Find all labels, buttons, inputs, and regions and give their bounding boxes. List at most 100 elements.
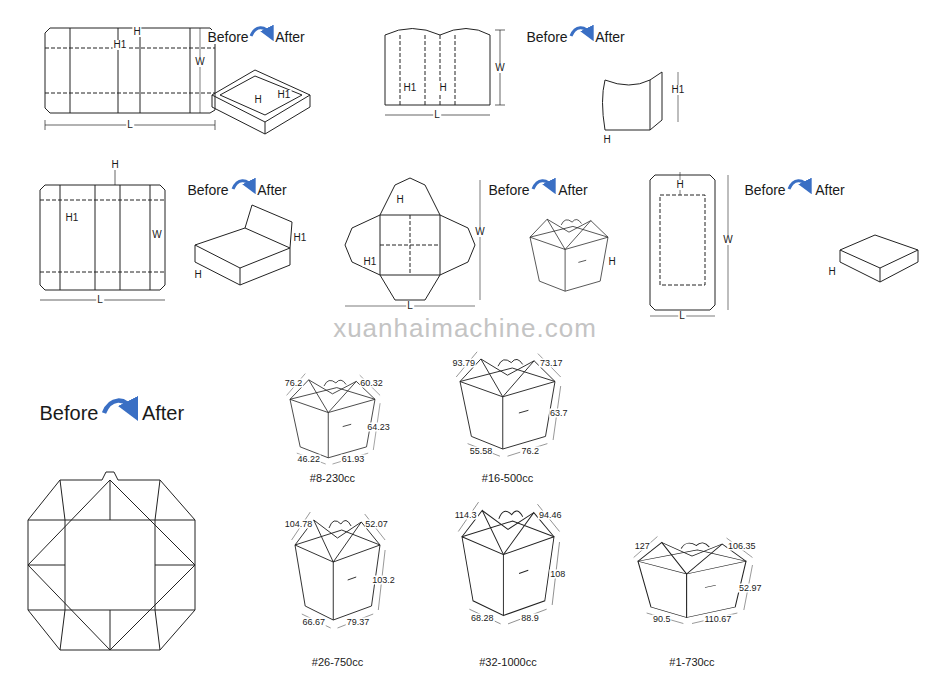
takeout-boxes	[462, 511, 554, 616]
dieline-6	[28, 480, 195, 650]
tray-1	[212, 70, 310, 134]
dieline-1	[45, 28, 215, 130]
dimension-label: 73.17	[539, 358, 564, 367]
dieline-5	[650, 175, 715, 310]
watermark: xuanhaimachine.com	[333, 315, 597, 341]
dimension-label: H	[193, 270, 202, 280]
before-after-label: After	[557, 183, 589, 197]
dieline-5	[660, 195, 705, 285]
dimension-label: 61.93	[341, 455, 366, 464]
dimension-label: H	[827, 267, 836, 277]
dimension-label: L	[406, 301, 414, 311]
dimension-label: H1	[671, 85, 686, 95]
tray-5	[840, 250, 918, 282]
capacity-label: #32-1000cc	[478, 657, 538, 668]
dimension-label: L	[678, 311, 686, 321]
takeout-box-4	[530, 219, 608, 291]
before-after-label: After	[274, 30, 306, 44]
dimension-label: 52.97	[738, 583, 763, 592]
capacity-label: #16-500cc	[481, 473, 534, 484]
dimension-label: L	[126, 120, 134, 130]
before-after-label: Before	[206, 30, 249, 44]
dieline-3	[40, 168, 165, 300]
dimension-label: 108	[549, 569, 566, 578]
before-after-arrows	[104, 28, 809, 413]
dimension-label: W	[494, 63, 505, 73]
dimension-label: H1	[403, 83, 418, 93]
dimension-label: H1	[113, 40, 128, 50]
dimension-label: H1	[363, 257, 378, 267]
dieline-4	[380, 178, 440, 215]
dimension-label: 127	[634, 541, 651, 550]
dimension-label: 79.37	[346, 618, 371, 627]
dimension-label: H1	[293, 233, 308, 243]
dimension-label: 90.5	[652, 615, 672, 624]
dimension-label: H	[438, 83, 447, 93]
dimension-label: 60.32	[359, 378, 384, 387]
takeout-boxes	[638, 543, 746, 618]
before-after-label: After	[256, 183, 288, 197]
dieline-4	[380, 275, 440, 300]
dimension-label: H	[602, 135, 611, 145]
before-after-label: After	[814, 183, 846, 197]
dimension-label: H1	[65, 213, 80, 223]
dimension-label: 63.7	[549, 409, 569, 418]
before-after-label: After	[141, 403, 185, 423]
dimension-label: 46.22	[296, 455, 321, 464]
holder-2	[650, 72, 662, 130]
dimension-label: W	[722, 235, 733, 245]
dimension-label: L	[433, 110, 441, 120]
takeout-boxes	[290, 380, 375, 458]
capacity-label: #1-730cc	[668, 657, 715, 668]
dieline-6	[28, 480, 195, 650]
clamshell-3	[245, 205, 292, 248]
clamshell-3	[195, 205, 292, 285]
dimension-label: 64.23	[366, 422, 391, 431]
dimension-label: 88.9	[520, 613, 540, 622]
before-after-label: Before	[743, 183, 786, 197]
dimension-label: 94.46	[538, 510, 563, 519]
dieline-3	[115, 168, 116, 185]
before-after-label: Before	[525, 30, 568, 44]
dimension-label: 103.2	[371, 576, 396, 585]
dieline-6	[65, 520, 155, 610]
before-after-arrows	[251, 28, 271, 36]
dimension-label: H	[132, 27, 141, 37]
before-after-label: Before	[487, 183, 530, 197]
before-after-arrows	[233, 181, 253, 189]
dieline-6	[28, 472, 195, 650]
takeout-boxes	[292, 512, 386, 628]
holder-2	[678, 72, 679, 122]
before-after-label: After	[594, 30, 626, 44]
dimension-label: 106.35	[727, 541, 757, 550]
dieline-3	[60, 185, 150, 290]
tray-5	[840, 235, 918, 282]
dimension-label: H	[253, 95, 262, 105]
before-after-arrows	[571, 28, 591, 36]
dieline-6	[28, 472, 195, 650]
tray-1	[220, 76, 302, 115]
dieline-4	[345, 215, 380, 275]
dimension-label: 76.2	[521, 446, 541, 455]
dimension-label: W	[151, 230, 162, 240]
dimension-label: H	[675, 180, 684, 190]
dimension-label: W	[194, 57, 205, 67]
dimension-label: H	[395, 195, 404, 205]
dimension-label: W	[474, 227, 485, 237]
dieline-4	[440, 215, 475, 275]
takeout-boxes	[458, 502, 559, 624]
dieline-1	[200, 28, 201, 113]
dimension-label: 68.28	[470, 613, 495, 622]
dimension-label: 76.2	[284, 378, 304, 387]
before-after-arrows	[789, 181, 809, 189]
dieline-2	[400, 35, 455, 105]
dimension-label: 66.67	[301, 618, 326, 627]
dieline-4	[480, 180, 481, 300]
before-after-label: Before	[186, 183, 229, 197]
dimension-label: 114.3	[454, 510, 478, 519]
dimension-label: 55.58	[469, 446, 494, 455]
capacity-label: #8-230cc	[309, 473, 356, 484]
tray-1	[212, 95, 310, 134]
